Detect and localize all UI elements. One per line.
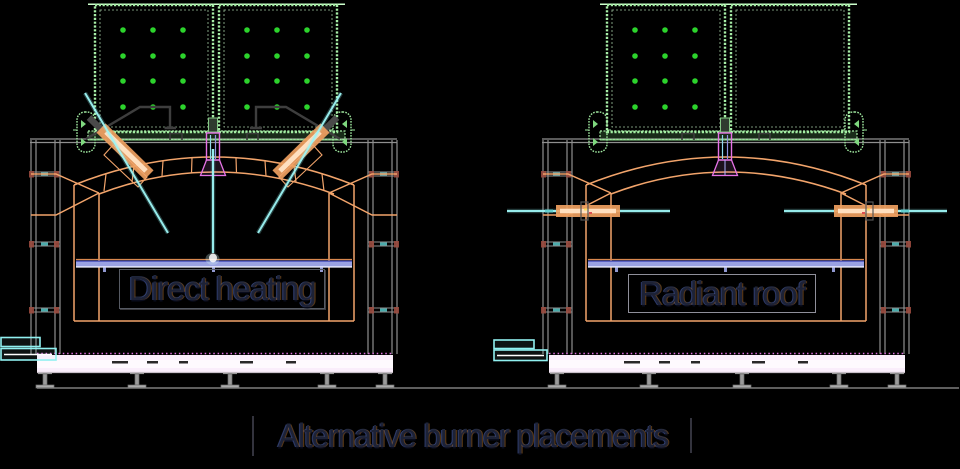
left-furnace-label: Direct heating [128,270,317,307]
side-burners [507,201,947,221]
diagram-caption: Alternative burner placements [256,417,690,455]
right-furnace-panel1-dots [632,27,698,110]
left-furnace-panel2-dots [244,27,310,110]
right-furnace-shell [541,4,911,388]
right-furnace [493,4,947,388]
caption-cursor-left [252,416,254,456]
flame-lines [83,91,343,265]
right-furnace-label-box: Radiant roof [628,274,816,313]
cooling-pipe-right [493,339,548,362]
caption-cursor-right [690,418,692,453]
caption-text: Alternative burner placements [277,417,670,454]
cooling-pipe-left [0,336,57,361]
left-furnace [0,4,399,388]
right-furnace-label: Radiant roof [639,274,806,312]
left-furnace-label-box: Direct heating [119,269,325,309]
left-furnace-panel1-dots [120,27,186,110]
